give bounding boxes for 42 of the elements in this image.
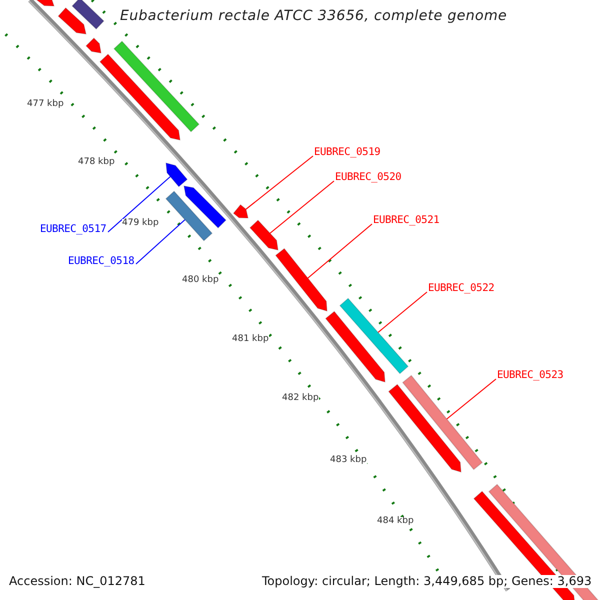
tick-label: 477 kbp bbox=[27, 100, 64, 110]
leader-line bbox=[378, 292, 428, 333]
gene-feature bbox=[488, 484, 600, 600]
info-text: Topology: circular; Length: 3,449,685 bp; Genes: 3,693 bbox=[262, 575, 592, 588]
leader-line bbox=[307, 224, 372, 279]
gene-feature bbox=[183, 185, 227, 229]
tick-label: 481 kbp bbox=[232, 335, 269, 345]
gene-feature bbox=[58, 7, 87, 35]
gene-label: EUBREC_0520 bbox=[335, 172, 402, 184]
tick-label: 484 kbp bbox=[377, 517, 414, 527]
leader-line bbox=[136, 219, 186, 264]
tick-label: 483 kbp bbox=[330, 456, 367, 466]
tick-label: 478 kbp bbox=[78, 158, 115, 168]
gene-feature bbox=[72, 0, 104, 30]
gene-feature bbox=[99, 54, 181, 141]
gene-feature bbox=[165, 190, 213, 242]
title: Eubacterium rectale ATCC 33656, complete genome bbox=[120, 9, 508, 24]
tick-label: 479 kbp bbox=[122, 219, 159, 229]
gene-feature bbox=[232, 204, 249, 219]
info-text: Accession: NC_012781 bbox=[9, 575, 146, 588]
gene-feature bbox=[275, 248, 328, 312]
gene-feature bbox=[165, 162, 188, 188]
gene-label: EUBREC_0518 bbox=[68, 256, 134, 268]
gene-label: EUBREC_0523 bbox=[497, 370, 564, 382]
leader-line bbox=[270, 180, 334, 234]
gene-label: EUBREC_0522 bbox=[428, 283, 494, 295]
leader-line bbox=[108, 176, 171, 232]
gene-feature bbox=[339, 298, 409, 374]
leader-line bbox=[246, 156, 314, 210]
gene-feature bbox=[388, 384, 462, 473]
tick-label: 482 kbp bbox=[282, 394, 319, 404]
gene-label: EUBREC_0517 bbox=[40, 224, 106, 236]
gene-label: EUBREC_0519 bbox=[314, 147, 380, 159]
gene-feature bbox=[113, 40, 200, 132]
gene-feature bbox=[325, 310, 386, 383]
gene-feature bbox=[402, 374, 483, 470]
gene-feature bbox=[85, 37, 102, 54]
leader-line bbox=[446, 378, 496, 420]
gene-feature bbox=[249, 220, 279, 251]
gene-label: EUBREC_0521 bbox=[373, 215, 440, 227]
tick-label: 480 kbp bbox=[182, 276, 219, 286]
gene-feature bbox=[34, 0, 55, 7]
